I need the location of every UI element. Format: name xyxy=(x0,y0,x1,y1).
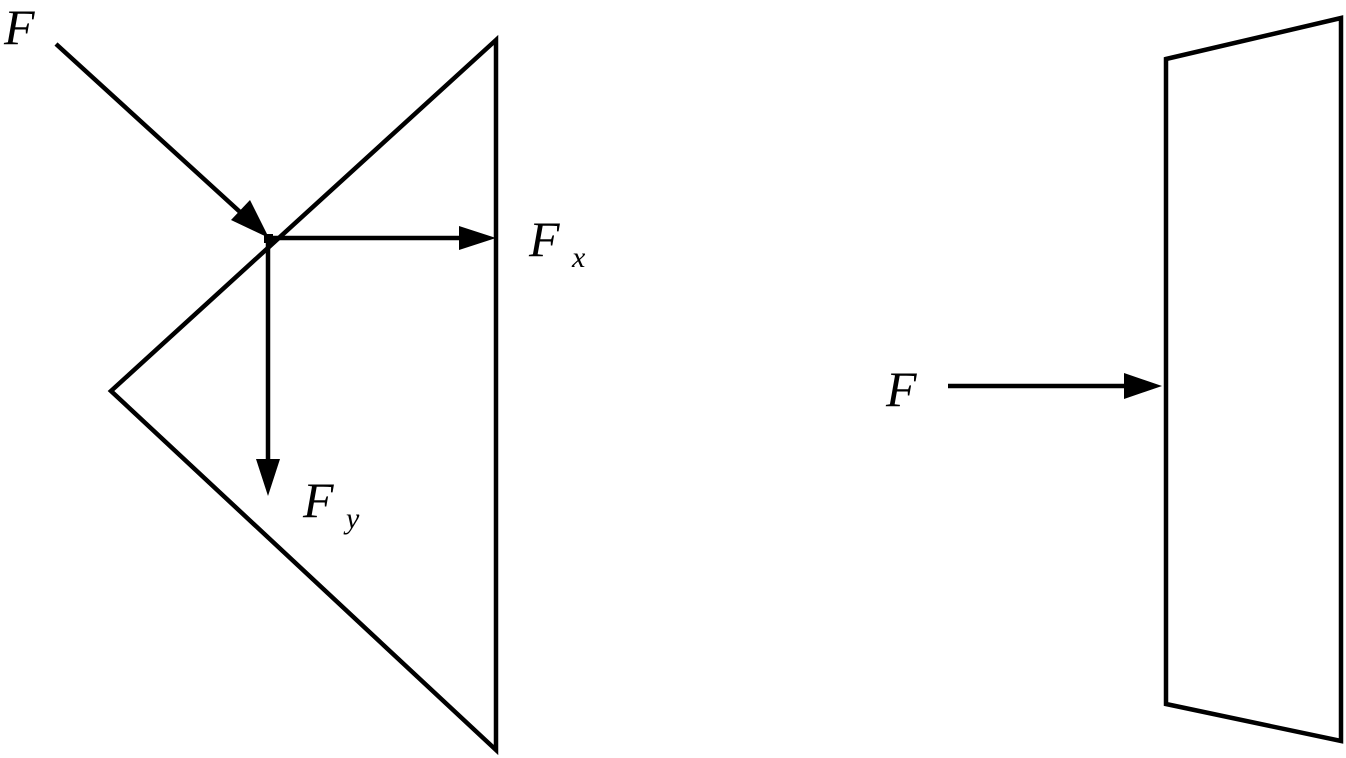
fy-subscript: y xyxy=(343,502,360,535)
right-force-label: F xyxy=(885,361,917,417)
fx-subscript: x xyxy=(571,241,586,274)
applied-force-arrow xyxy=(54,42,269,238)
wedge-triangle xyxy=(107,34,499,756)
fx-component-arrow xyxy=(268,226,496,250)
fx-label: F xyxy=(528,211,560,267)
fy-component-arrow xyxy=(256,238,280,496)
fy-label: F xyxy=(302,472,334,528)
wall-plate xyxy=(1163,15,1344,744)
right-force-arrow xyxy=(948,373,1162,399)
applied-force-label: F xyxy=(3,0,35,55)
force-origin-point xyxy=(264,234,273,243)
